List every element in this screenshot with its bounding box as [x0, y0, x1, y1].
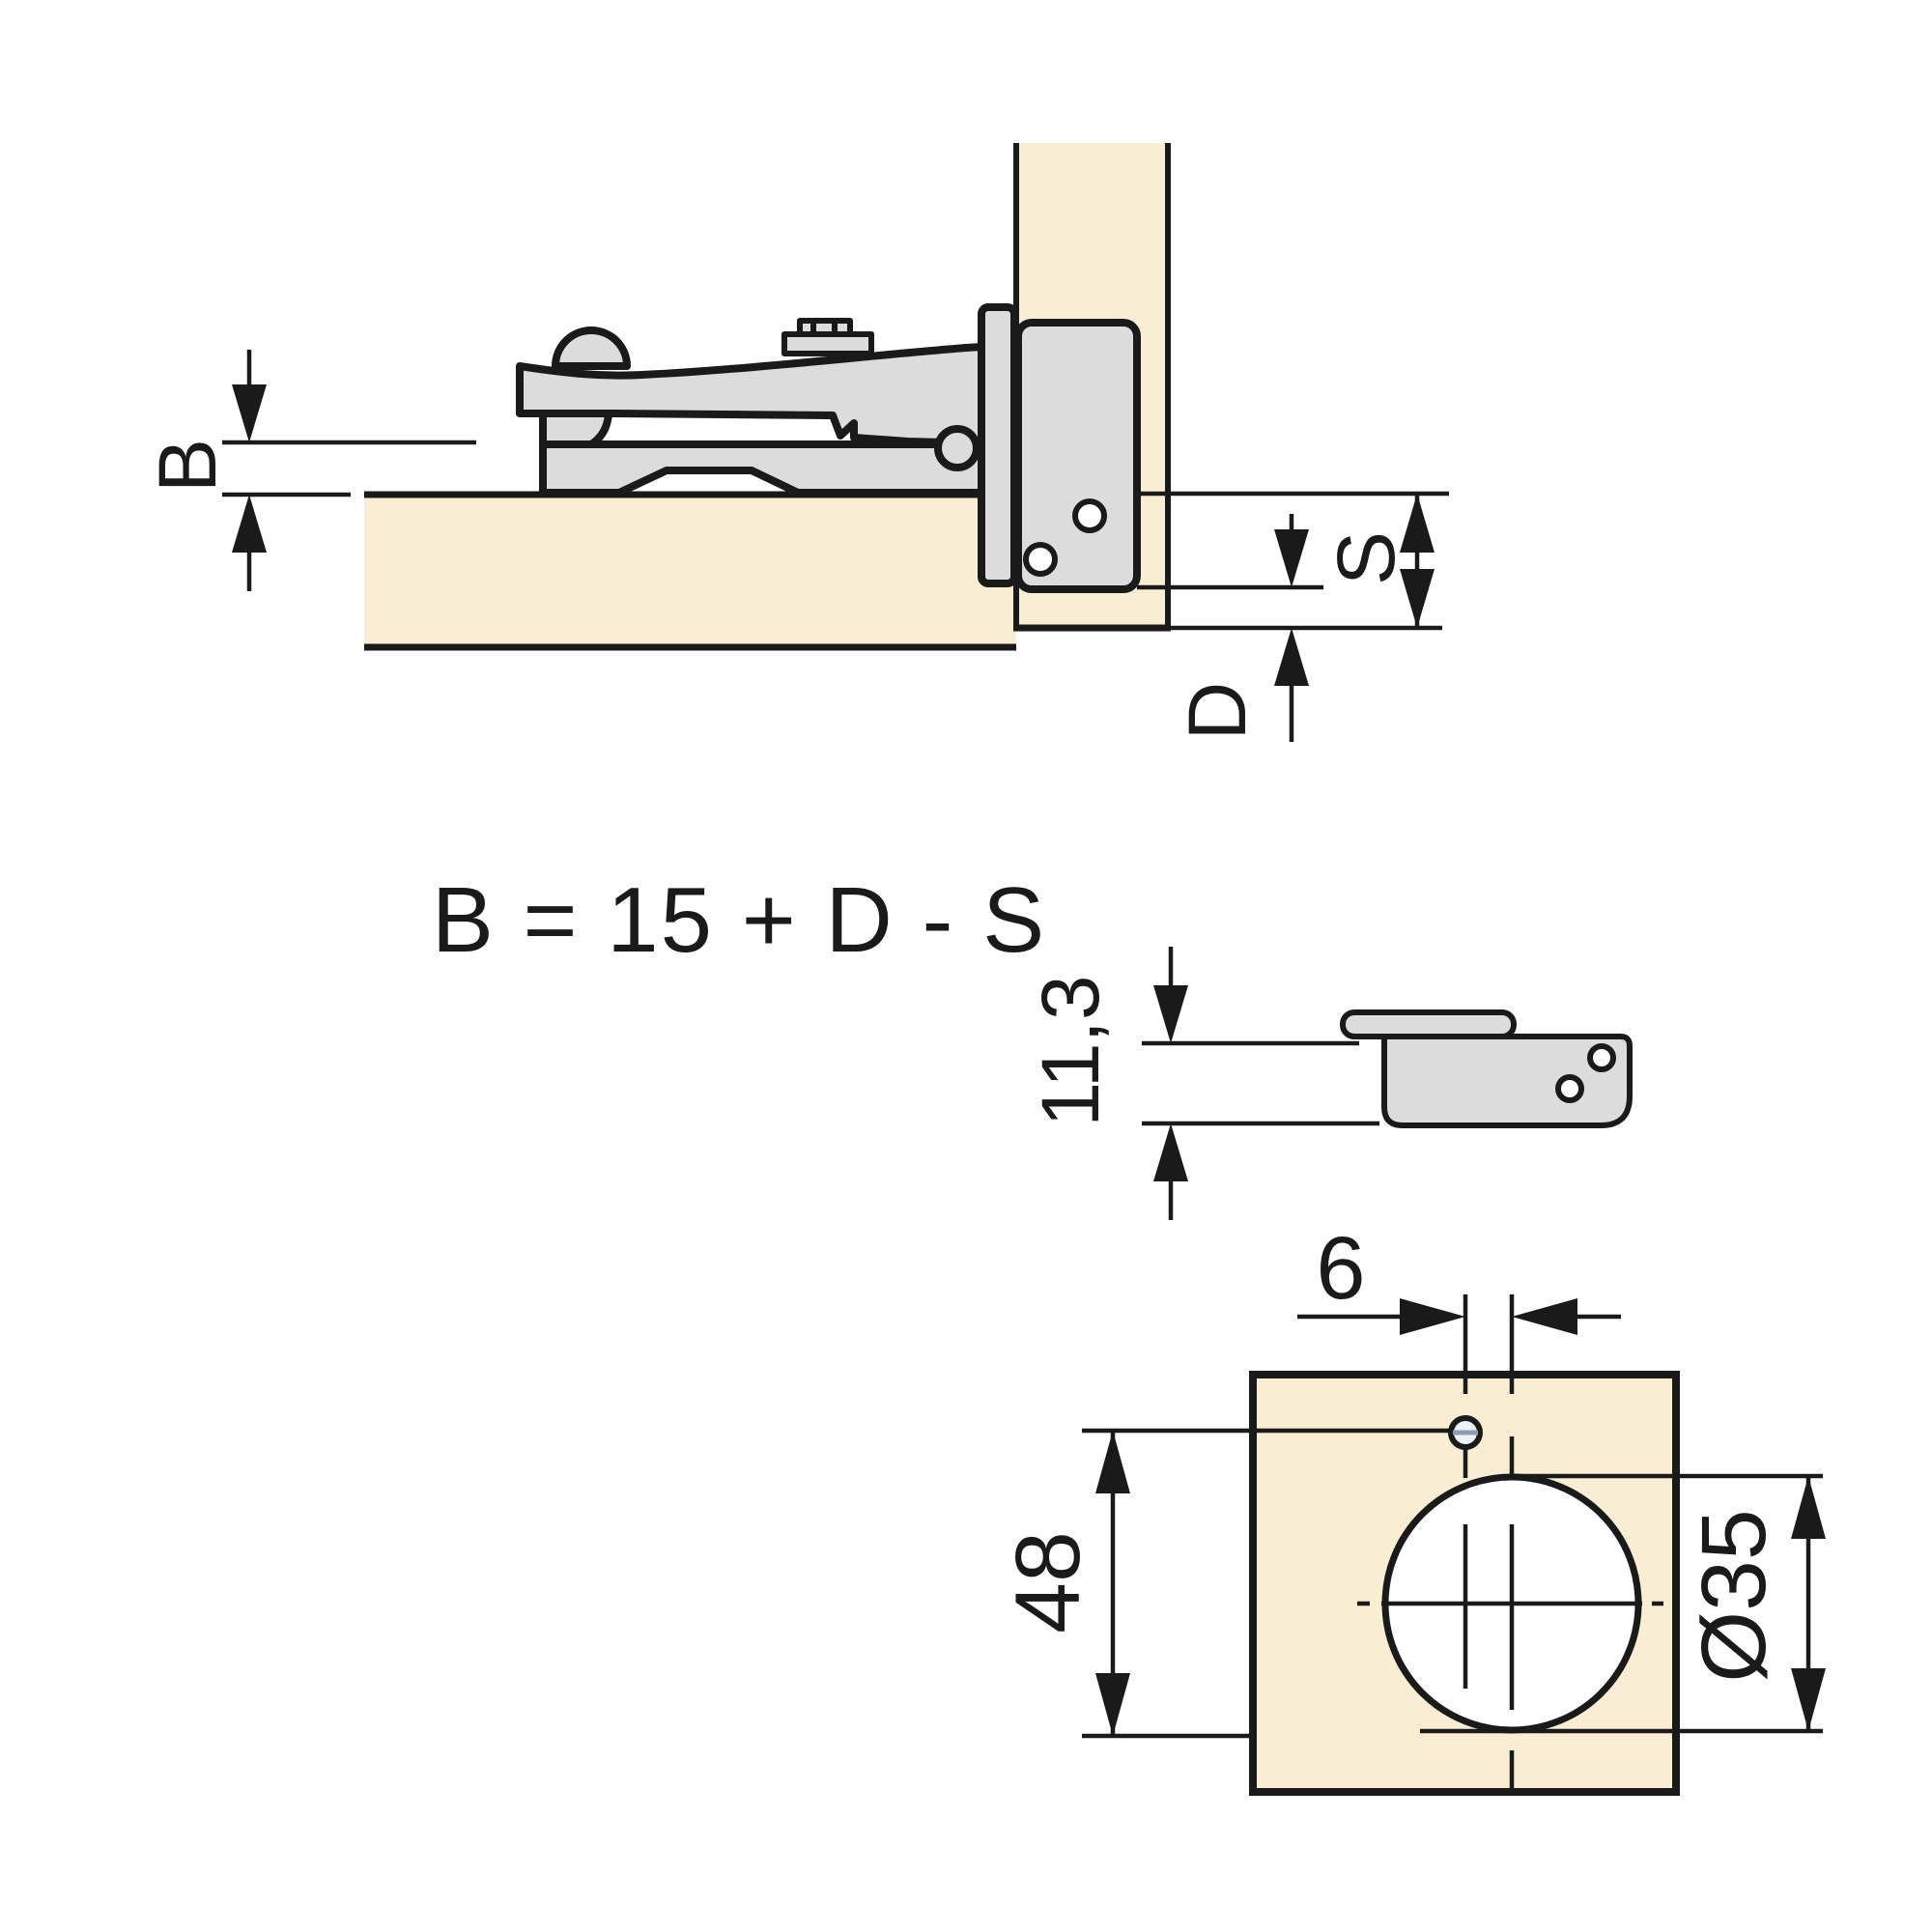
plate-body	[1381, 1034, 1633, 1128]
formula-text: B = 15 + D - S	[432, 868, 1046, 972]
dim-48-arrow-up-icon	[1095, 1431, 1130, 1493]
dimension-label-s: S	[1321, 531, 1411, 585]
cabinet-panel-wood	[364, 497, 1016, 648]
dimension-11-3: 11,3	[1025, 947, 1379, 1220]
plate-cap	[1340, 1009, 1517, 1039]
clip-base	[781, 331, 874, 356]
hinge-pivot-icon	[934, 425, 980, 471]
plate-screw-hole-icon	[1023, 542, 1058, 577]
dimension-s: S	[1137, 491, 1449, 631]
hinge-cup-base	[539, 440, 985, 497]
plate-screw-hole-icon	[1587, 1043, 1616, 1072]
dimension-label-48: 48	[997, 1531, 1099, 1634]
dim-6-arrow-left-icon	[1512, 1298, 1577, 1335]
dim-d-arrow-down-icon	[1274, 529, 1309, 587]
plate-screw-hole-icon	[1555, 1074, 1584, 1103]
dimension-d: D	[1172, 514, 1309, 742]
dim-b-arrow-down-icon	[232, 384, 267, 442]
cabinet-panel	[364, 491, 1016, 651]
drilling-pattern-view: 6 48 Ø35	[997, 1219, 1826, 1796]
dim-s-arrow-down-icon	[1400, 569, 1435, 628]
dimension-label-b: B	[142, 439, 233, 493]
dimension-label-d: D	[1172, 682, 1263, 741]
dimension-d35: Ø35	[1420, 1473, 1826, 1734]
dimension-label-6: 6	[1316, 1219, 1365, 1318]
plate-screw-hole-icon	[1072, 498, 1107, 533]
cross-section-view: B S D	[142, 143, 1449, 742]
dim-113-arrow-down-icon	[1153, 985, 1188, 1043]
dim-35-arrow-down-icon	[1791, 1668, 1826, 1731]
dim-b-arrow-up-icon	[232, 495, 267, 553]
plate-side-view: 11,3	[1025, 947, 1633, 1220]
dimension-label-11-3: 11,3	[1025, 975, 1116, 1126]
center-lines	[1357, 1436, 1663, 1795]
dim-s-arrow-up-icon	[1400, 494, 1435, 553]
dim-48-arrow-down-icon	[1095, 1673, 1130, 1736]
side-view-plate	[1340, 1009, 1633, 1128]
dimension-b: B	[142, 350, 476, 591]
hinge-cup-flange	[978, 303, 1018, 587]
dim-6-arrow-right-icon	[1400, 1298, 1465, 1335]
hinge-dome-boss	[552, 327, 631, 370]
hinge-adjustment-clip	[781, 318, 874, 356]
dimension-label-d35: Ø35	[1683, 1509, 1785, 1683]
dim-35-arrow-up-icon	[1791, 1476, 1826, 1539]
hinge-assembly	[516, 303, 1141, 593]
dim-113-arrow-up-icon	[1153, 1123, 1188, 1181]
pilot-hole	[1448, 1415, 1483, 1450]
dimension-48: 48	[997, 1428, 1451, 1739]
dimension-6: 6	[1297, 1219, 1621, 1394]
dim-d-arrow-up-icon	[1274, 628, 1309, 686]
